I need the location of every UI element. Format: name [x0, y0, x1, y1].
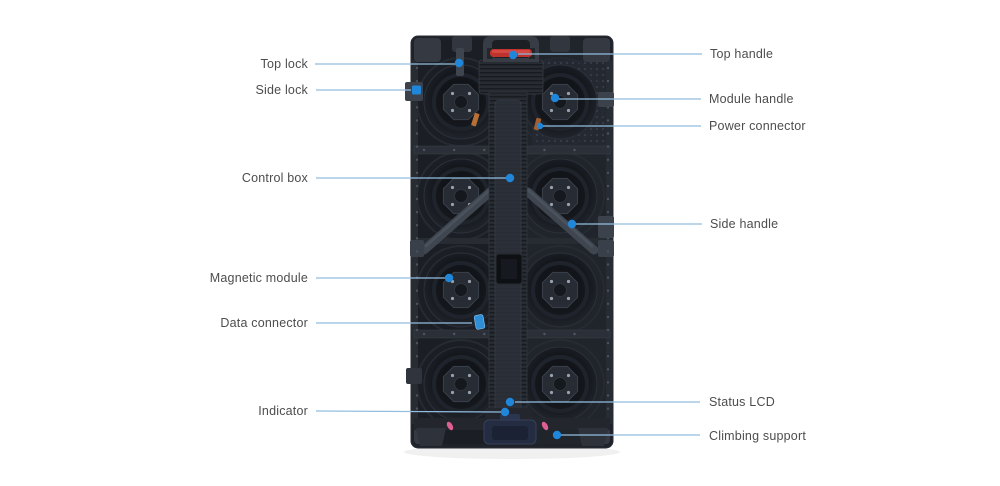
- side-handle-struts: [410, 187, 614, 257]
- label-control-box: Control box: [241, 171, 308, 185]
- leader-power-connector: [536, 122, 701, 130]
- bottom-hardware: [414, 414, 610, 446]
- side-handle-tab: [598, 216, 614, 238]
- label-status-lcd: Status LCD: [709, 395, 775, 409]
- power-connector-plug: [471, 112, 480, 127]
- leader-status-lcd: [505, 397, 700, 407]
- callout-leaders: [315, 50, 702, 440]
- label-top-handle: Top handle: [710, 47, 774, 61]
- indicator-light: [541, 421, 549, 431]
- label-climbing-support: Climbing support: [709, 429, 806, 443]
- center-rail: [478, 59, 544, 423]
- label-magnetic-module: Magnetic module: [209, 271, 308, 285]
- label-indicator: Indicator: [258, 404, 308, 418]
- label-side-handle: Side handle: [710, 217, 779, 231]
- label-module-handle: Module handle: [709, 92, 794, 106]
- corner-foot: [578, 428, 608, 446]
- label-side-lock: Side lock: [255, 83, 308, 97]
- leader-side-lock: [316, 85, 421, 95]
- leader-module-handle: [550, 93, 701, 103]
- label-power-connector: Power connector: [709, 119, 806, 133]
- leader-indicator: [315, 407, 510, 417]
- leader-top-handle: [508, 50, 702, 60]
- label-data-connector: Data connector: [220, 316, 308, 330]
- corner-foot: [416, 428, 446, 446]
- leader-top-lock: [315, 58, 464, 68]
- leader-control-box: [316, 173, 515, 183]
- leader-magnetic-module: [316, 273, 454, 283]
- leader-climbing-support: [552, 430, 700, 440]
- data-connector-plug: [473, 314, 486, 330]
- label-top-lock: Top lock: [260, 57, 308, 71]
- leader-side-handle: [567, 219, 702, 229]
- indicator-light: [446, 421, 454, 431]
